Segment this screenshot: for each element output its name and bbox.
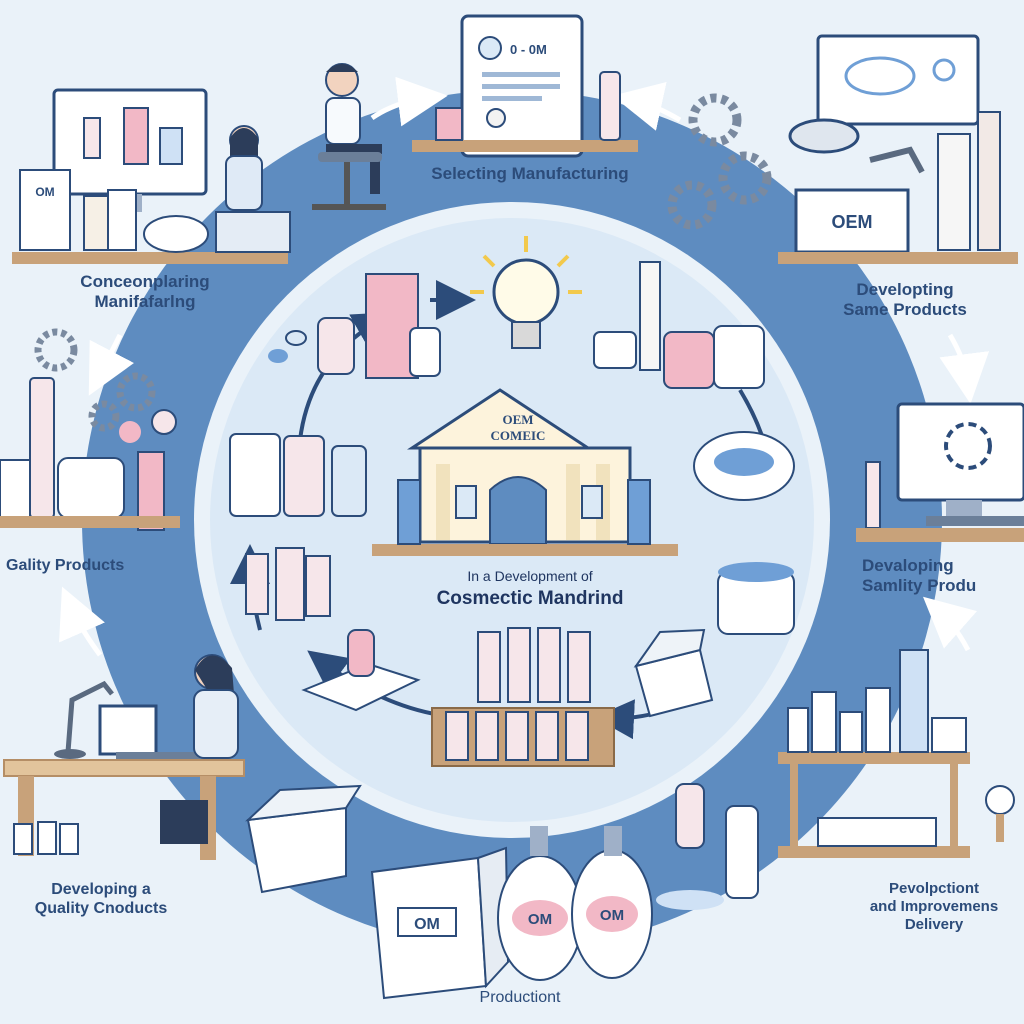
gears-icon xyxy=(34,328,156,432)
cardboard-box-icon: OM xyxy=(370,846,510,1000)
label-line: Same Products xyxy=(843,300,967,320)
document-code-text: 0 - 0M xyxy=(510,42,547,57)
cardboard-box-icon xyxy=(245,784,362,894)
left-station xyxy=(0,328,180,531)
label-line: Pevolpctiont xyxy=(888,880,979,897)
label-line: Manifafarlng xyxy=(94,292,196,312)
monitor-icon xyxy=(896,402,1024,502)
top-right-station: OEM xyxy=(778,34,1018,264)
product-label-text: OM xyxy=(414,916,440,933)
arrow-icon xyxy=(923,596,978,652)
building-sign-line2: COMEIC xyxy=(491,428,546,443)
globe-icon xyxy=(985,785,1015,815)
label-line: Developing a xyxy=(51,881,151,898)
bank-building-icon: OEM COMEIC xyxy=(406,388,632,545)
arrow-icon xyxy=(59,586,105,657)
label-line: Developting xyxy=(856,280,954,299)
right-station xyxy=(856,402,1024,542)
label-gality-products: Gality Products xyxy=(6,557,125,574)
arrow-icon xyxy=(612,81,682,131)
robotic-arm-icon xyxy=(788,118,860,154)
center-station: OEM COMEIC xyxy=(229,236,795,767)
center-caption-line1: In a Development of xyxy=(467,568,593,584)
label-devaloping: Devaloping Samlity Produ xyxy=(862,556,1024,597)
top-station: 0 - 0M xyxy=(312,14,772,230)
product-label-text: OEM xyxy=(831,212,872,232)
label-productiont: Productiont xyxy=(479,989,561,1006)
label-selecting-manufacturing: Selecting Manufacturing xyxy=(431,164,629,183)
label-developting: Developting Same Products xyxy=(800,280,1010,321)
label-line: Devaloping xyxy=(862,556,954,575)
building-sign-line1: OEM xyxy=(502,412,533,427)
product-label-text: OM xyxy=(528,911,552,928)
desk-lamp-icon xyxy=(65,680,114,753)
person-chair-icon xyxy=(312,63,386,210)
top-left-station: OM xyxy=(12,88,291,264)
label-line: Quality Cnoducts xyxy=(34,900,168,918)
label-line: and Improvemens xyxy=(869,898,999,915)
label-line: Delivery xyxy=(904,916,964,933)
bottom-station: OM OM OM xyxy=(245,783,759,1000)
lightbulb-icon xyxy=(470,236,582,349)
arrow-icon xyxy=(370,76,448,127)
ring-arrows xyxy=(59,76,990,657)
label-conceonplaring: Conceonplaring Manifafarlng xyxy=(30,272,260,313)
label-line: Conceonplaring xyxy=(80,272,210,291)
product-label-text: OM xyxy=(35,185,54,199)
bottom-left-station xyxy=(3,654,245,860)
label-line: Samlity Produ xyxy=(862,576,977,596)
center-caption-line2: Cosmectic Mandrind xyxy=(436,588,624,609)
monitor-icon xyxy=(816,34,980,126)
cardboard-box-icon xyxy=(633,628,714,718)
gears-icon xyxy=(667,93,772,230)
arrow-icon xyxy=(88,333,135,396)
bottom-right-station xyxy=(778,649,1015,858)
product-tray xyxy=(431,627,615,767)
product-label-text: OM xyxy=(600,907,624,924)
arrow-icon xyxy=(939,333,990,404)
label-developing-quality: Developing a Quality Cnoducts xyxy=(6,880,196,918)
label-pevolpctiont: Pevolpctiont and Improvemens Delivery xyxy=(844,880,1024,934)
